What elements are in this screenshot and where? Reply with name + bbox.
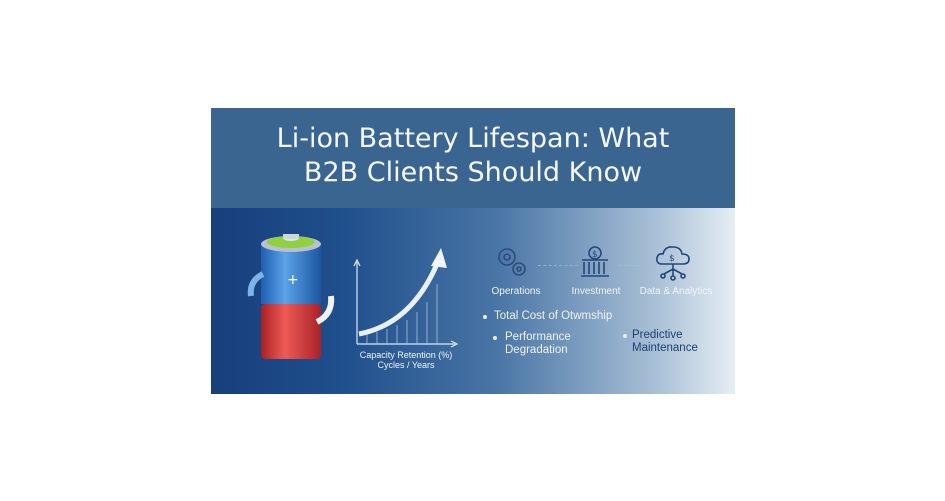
icon-label-data-analytics: Data & Analytics [639,286,713,297]
y-axis [353,258,361,344]
infographic-banner: Li-ion Battery Lifespan: What B2B Client… [211,108,735,394]
title-band: Li-ion Battery Lifespan: What B2B Client… [211,108,735,208]
bank-icon: $ [581,246,609,277]
svg-text:$: $ [669,254,675,264]
bullet-predictive-maintenance: Predictive Maintenance [632,329,698,354]
chart-ylabel: Capacity Retention (%) [359,350,453,360]
icon-label-investment: Investment [571,286,621,297]
gears-icon [498,248,526,276]
capacity-chart [353,248,459,348]
growth-arrow [358,263,440,337]
content-panel: + Capacity Retention (%) Cycles / Years … [211,208,735,394]
bullet-performance-degradation: Performance Degradation [505,331,571,356]
page-title: Li-ion Battery Lifespan: What B2B Client… [276,123,670,188]
bullet-total-cost: Total Cost of Otwmship [494,310,613,322]
icon-label-operations: Operations [491,286,541,297]
cloud-dollar-icon: $ [656,246,690,281]
x-axis [357,340,459,348]
svg-text:+: + [287,272,299,288]
svg-text:$: $ [592,250,598,260]
chart-xlabel: Cycles / Years [377,360,435,370]
battery-icon: + [247,234,335,359]
